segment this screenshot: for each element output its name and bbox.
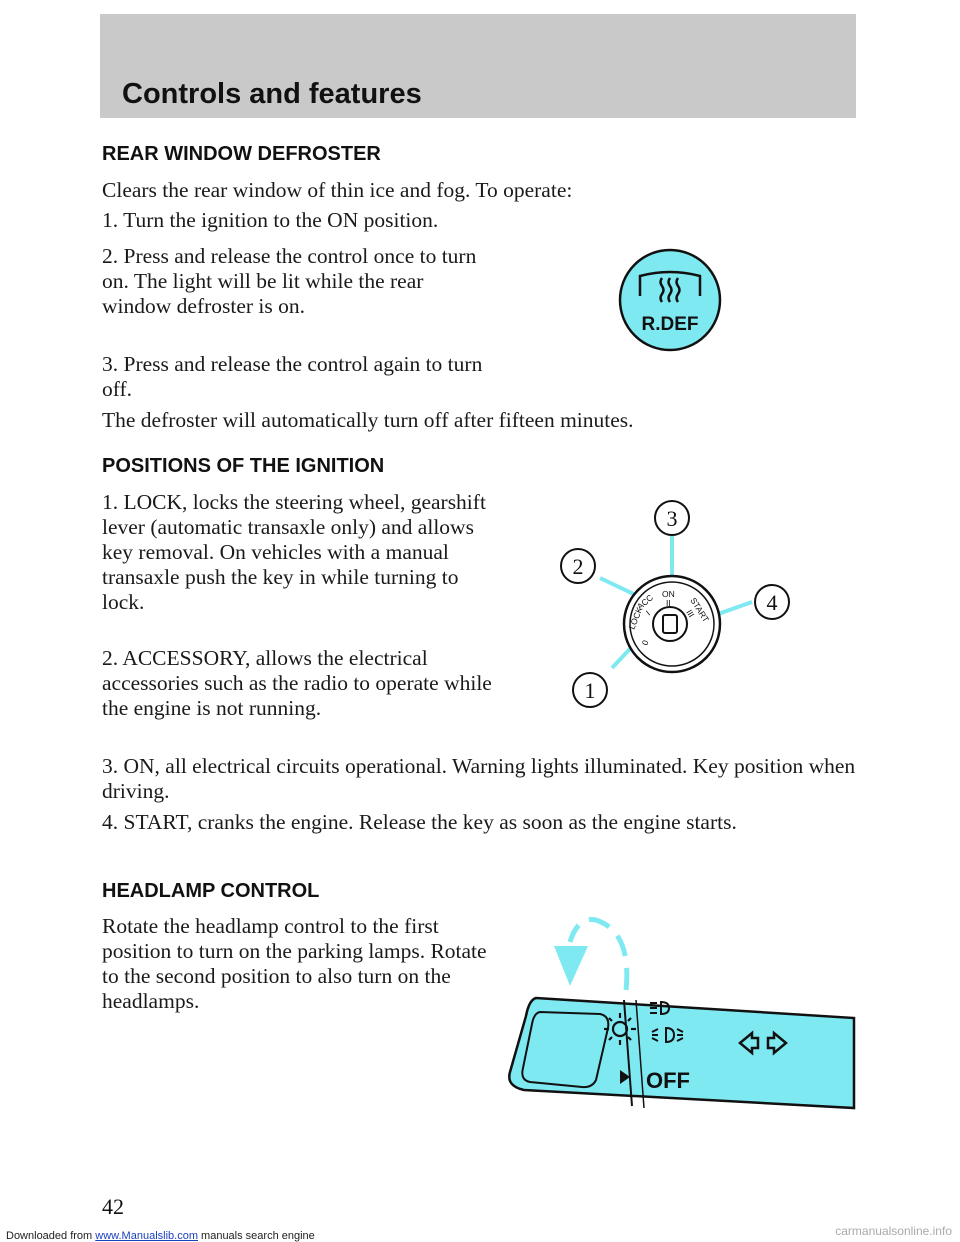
switch-label-lock-num: 0 xyxy=(640,638,651,646)
rotation-arrow xyxy=(567,916,630,991)
rear-defrost-icon xyxy=(638,270,702,303)
rear-defrost-button-illustration: R.DEF xyxy=(618,248,722,352)
headlamp-text: Rotate the headlamp control to the first… xyxy=(102,914,487,1013)
headlamp-knob xyxy=(521,1010,610,1089)
off-label: OFF xyxy=(646,1068,690,1093)
rear-defroster-step-2: 2. Press and release the control once to… xyxy=(102,244,477,318)
download-note-suffix: manuals search engine xyxy=(197,1230,315,1242)
rear-defroster-step-1: 1. Turn the ignition to the ON position. xyxy=(102,208,439,232)
high-beam-icon xyxy=(650,1000,671,1016)
rotation-arrowhead xyxy=(554,946,588,986)
ignition-item-2: 2. ACCESSORY, allows the electrical acce… xyxy=(102,646,492,720)
switch-label-on: ON xyxy=(662,589,675,599)
callout-1: 1 xyxy=(585,678,596,703)
switch-label-acc-num: I xyxy=(644,608,652,617)
key-slot xyxy=(662,614,678,634)
headlamp-stalk-illustration: OFF xyxy=(508,916,856,1110)
callout-2: 2 xyxy=(573,554,584,579)
callout-4-circle xyxy=(754,584,790,620)
page-number: 42 xyxy=(102,1194,124,1219)
switch-label-on-num: II xyxy=(666,598,671,608)
ignition-switch-diagram: LOCK 0 ACC I ON II START III 1 2 3 4 xyxy=(560,500,790,708)
ignition-item-1: 1. LOCK, locks the steering wheel, gears… xyxy=(102,490,486,614)
watermark: carmanualsonline.info xyxy=(835,1224,952,1238)
header-bar xyxy=(100,14,856,118)
callout-4: 4 xyxy=(767,590,778,615)
rear-defroster-intro: Clears the rear window of thin ice and f… xyxy=(102,178,573,202)
callout-3-circle xyxy=(654,500,690,536)
callout-2-circle xyxy=(560,548,596,584)
headlamp-heading: HEADLAMP CONTROL xyxy=(102,880,320,902)
ignition-item-4: 4. START, cranks the engine. Release the… xyxy=(102,810,737,834)
parking-lamp-icon xyxy=(604,1013,636,1045)
manualslib-link[interactable]: www.Manualslib.com xyxy=(95,1230,198,1242)
switch-label-start-num: III xyxy=(684,608,696,619)
callout-3: 3 xyxy=(667,506,678,531)
section-title: Controls and features xyxy=(122,78,422,110)
download-note: Downloaded from www.Manualslib.com manua… xyxy=(6,1230,315,1242)
ignition-heading: POSITIONS OF THE IGNITION xyxy=(102,455,385,477)
rear-defroster-step-3: 3. Press and release the control again t… xyxy=(102,352,483,401)
rear-defrost-button-label: R.DEF xyxy=(642,314,699,335)
off-pointer-icon xyxy=(620,1070,630,1084)
ignition-item-3: 3. ON, all electrical circuits operation… xyxy=(102,754,856,803)
download-note-prefix: Downloaded from xyxy=(6,1230,96,1242)
rear-defroster-heading: REAR WINDOW DEFROSTER xyxy=(102,143,381,165)
callout-1-circle xyxy=(572,672,608,708)
rear-defroster-note: The defroster will automatically turn of… xyxy=(102,408,634,432)
low-beam-icon xyxy=(651,1026,684,1044)
turn-signal-icon xyxy=(738,1030,788,1056)
